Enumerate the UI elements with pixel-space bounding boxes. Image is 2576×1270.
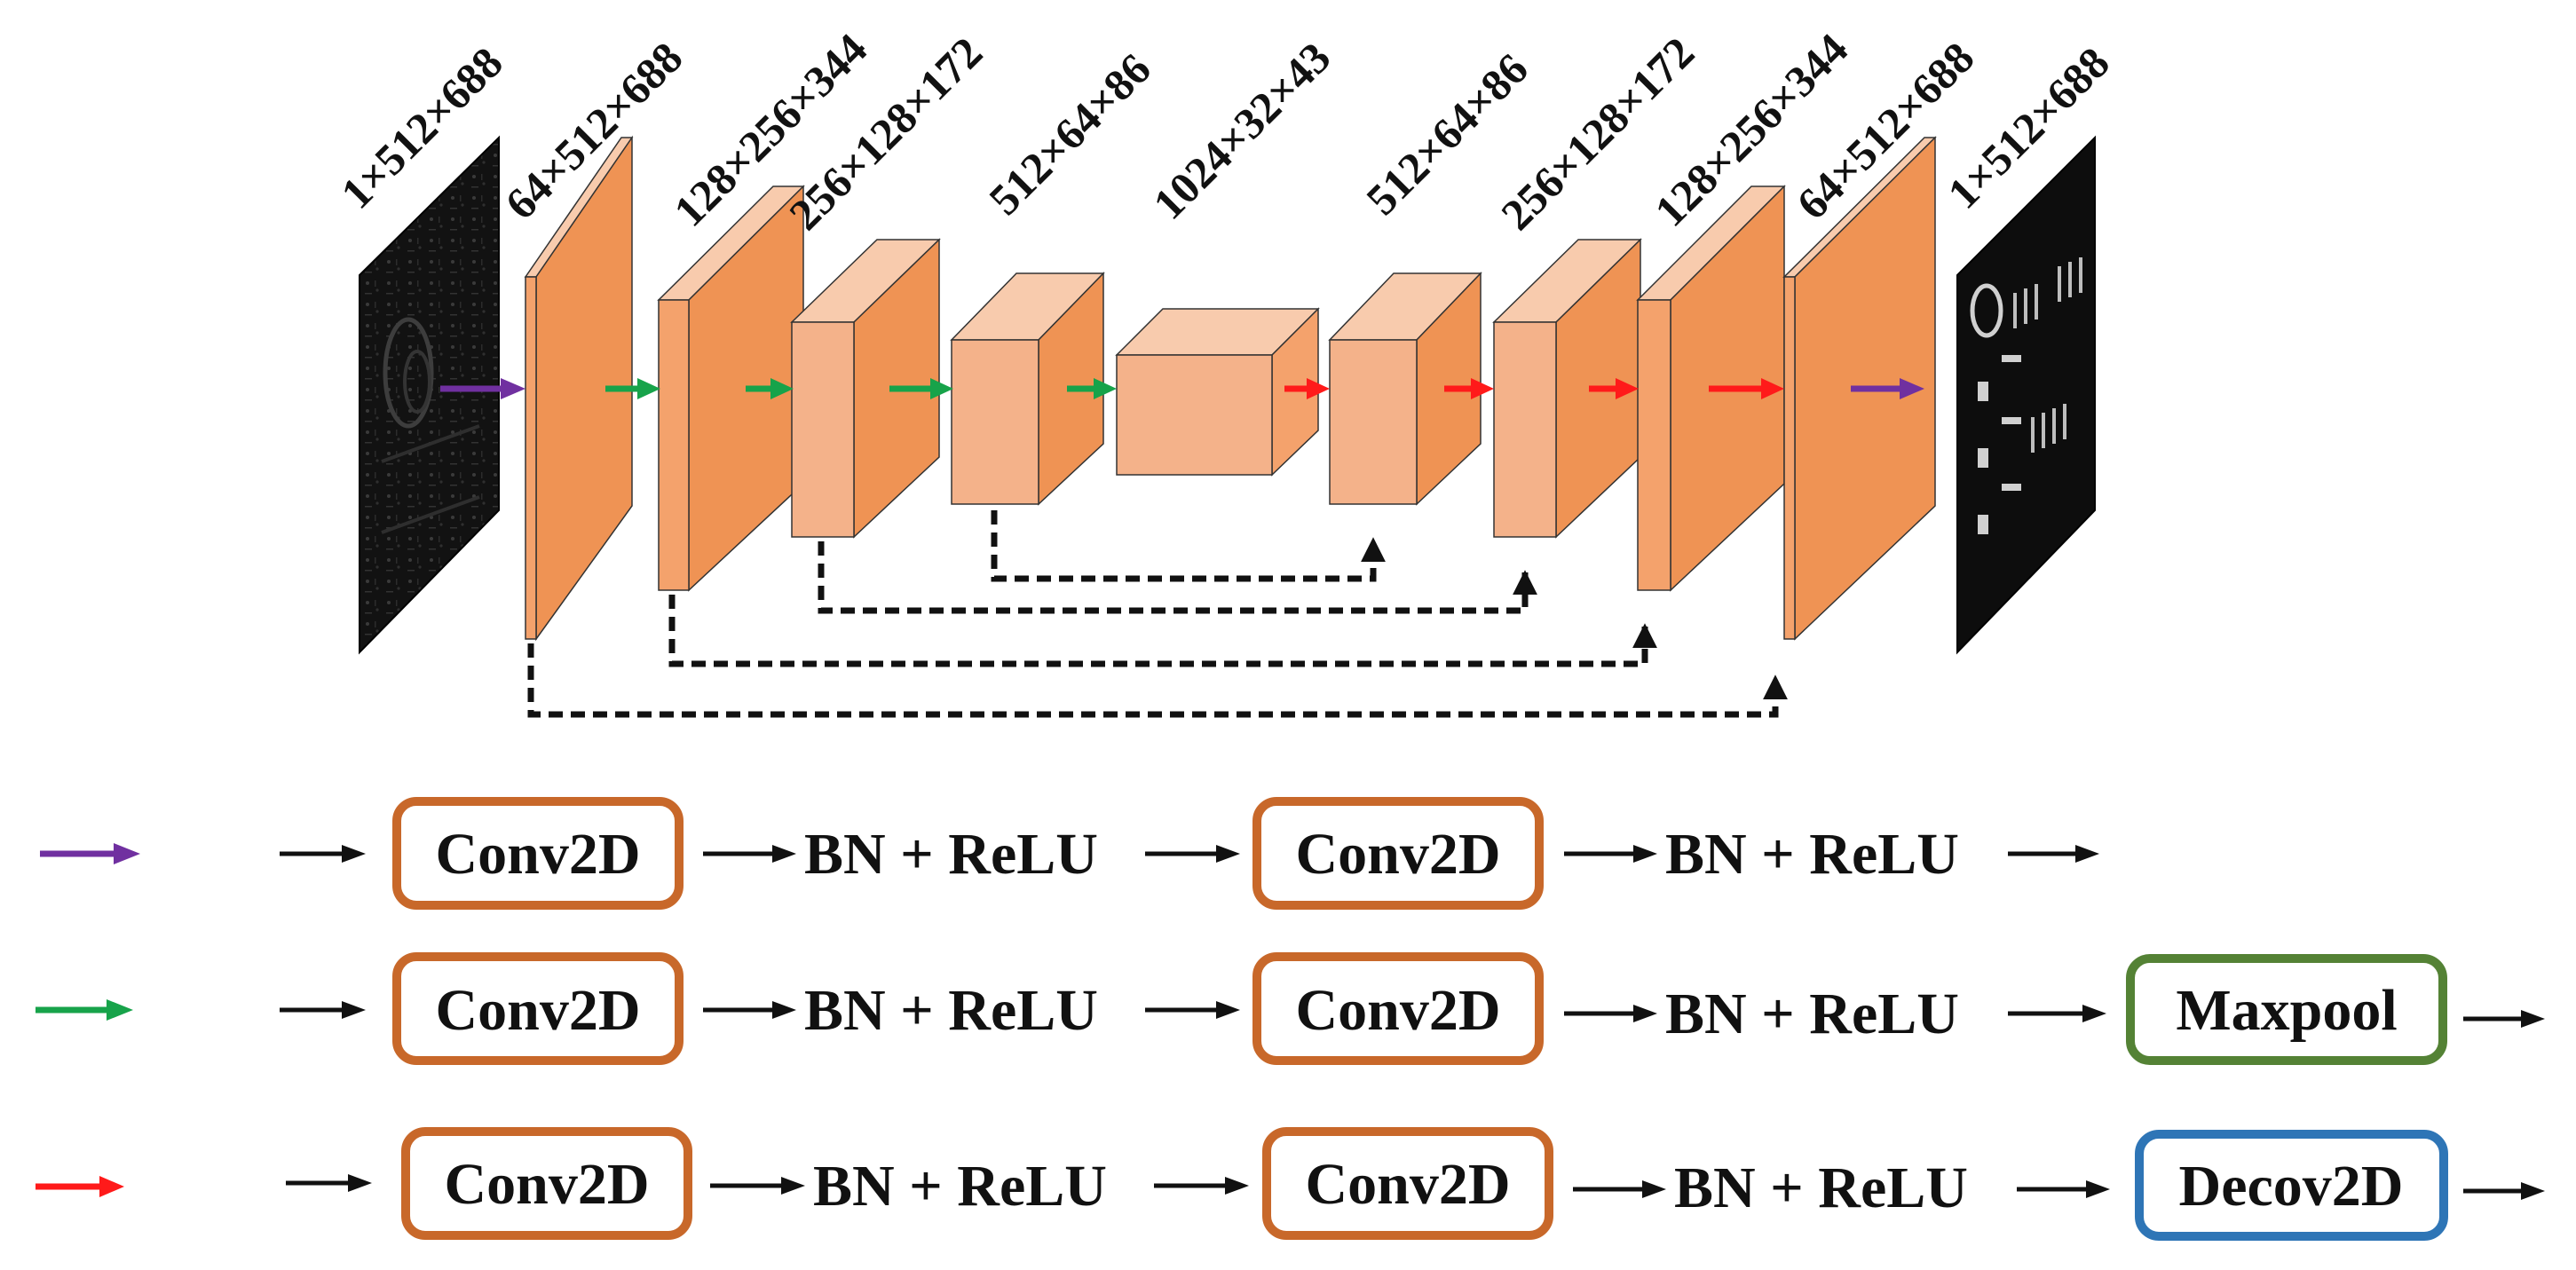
legend-row1-conv2d-box-1: [392, 797, 684, 910]
legend-row2-arrow-4: [1564, 1005, 1657, 1022]
legend-row3-arrow-3: [1154, 1177, 1249, 1195]
enc4-dim-label: 512×64×86: [979, 43, 1160, 225]
legend-row2-lead-arrow: [280, 1001, 366, 1019]
legend-row1-conv2d-label-2: Conv2D: [1295, 822, 1500, 887]
skip-enc2-dec2: [668, 595, 1657, 667]
legend-row3-conv2d-label-1: Conv2D: [444, 1152, 649, 1217]
enc4-block: [950, 272, 1105, 506]
legend-row2-conv2d-label-1: Conv2D: [435, 978, 640, 1043]
legend-row2-maxpool-label: Maxpool: [2176, 978, 2397, 1043]
legend-row3-arrow-5: [2017, 1180, 2110, 1198]
arrow-green-2: [746, 378, 794, 399]
skip-enc4-dec4: [991, 510, 1386, 582]
legend-row-3: Conv2D BN + ReLU Conv2D BN + ReLU Decov2…: [36, 1127, 2545, 1241]
legend-row1-arrow-3: [1145, 845, 1240, 863]
enc3-block: [790, 238, 941, 539]
legend-row2-maxpool-box: [2126, 954, 2447, 1065]
legend-row2-arrow-2: [703, 1001, 796, 1019]
arrow-red-4: [1709, 378, 1784, 399]
legend-row-1: Conv2D BN + ReLU Conv2D BN + ReLU: [40, 797, 2099, 910]
legend-row2-arrow-3: [1145, 1001, 1240, 1019]
arrow-green-3: [889, 378, 953, 399]
arrow-purple-in: [440, 378, 525, 399]
flow-arrows: [440, 378, 1924, 399]
legend-green-arrow: [36, 999, 133, 1021]
dec4-block: [1328, 272, 1482, 506]
legend-row3-lead-arrow: [286, 1174, 372, 1192]
legend-row1-conv2d-label-1: Conv2D: [435, 822, 640, 887]
arrow-red-3: [1589, 378, 1639, 399]
legend-row-2: Conv2D BN + ReLU Conv2D BN + ReLU Maxpoo…: [36, 952, 2545, 1065]
skip-enc3-dec3: [818, 541, 1537, 614]
output-image: [1956, 135, 2096, 655]
legend-purple-arrow: [40, 843, 140, 864]
legend-row1-arrow-5: [2008, 845, 2099, 863]
legend-row3-conv2d-box-1: [401, 1127, 692, 1240]
legend-row3-bn-relu-1: BN + ReLU: [813, 1154, 1107, 1219]
legend-row2-bn-relu-2: BN + ReLU: [1665, 982, 1959, 1046]
legend-row3-conv2d-label-2: Conv2D: [1305, 1152, 1510, 1217]
legend-row1-bn-relu-2: BN + ReLU: [1665, 822, 1959, 887]
legend-row3-arrow-4: [1573, 1180, 1666, 1198]
legend-row1-arrow-4: [1564, 845, 1657, 863]
legend-row2-conv2d-box-1: [392, 952, 684, 1065]
input-image: [359, 135, 500, 655]
legend-row1-conv2d-box-2: [1252, 797, 1544, 910]
legend-row3-decov2d-label: Decov2D: [2179, 1154, 2404, 1219]
bottleneck-block: [1115, 307, 1320, 477]
legend-row1-lead-arrow: [280, 845, 366, 863]
arrow-green-1: [605, 378, 660, 399]
enc1-block: [524, 135, 634, 642]
legend-row3-arrow-6: [2463, 1182, 2545, 1200]
legend-row3-decov2d-box: [2135, 1130, 2448, 1241]
legend-red-arrow: [36, 1176, 124, 1197]
legend-row2-arrow-6: [2463, 1010, 2545, 1028]
legend-row2-arrow-5: [2008, 1005, 2106, 1022]
legend-row3-conv2d-box-2: [1262, 1127, 1553, 1240]
legend-row2-conv2d-label-2: Conv2D: [1295, 978, 1500, 1043]
arrow-red-1: [1284, 378, 1330, 399]
legend-row3-bn-relu-2: BN + ReLU: [1674, 1156, 1968, 1220]
legend-row1-bn-relu-1: BN + ReLU: [804, 822, 1098, 887]
legend-row2-bn-relu-1: BN + ReLU: [804, 978, 1098, 1043]
arrow-red-2: [1444, 378, 1494, 399]
legend-row2-conv2d-box-2: [1252, 952, 1544, 1065]
arrow-purple-out: [1851, 378, 1924, 399]
skip-connections: [527, 510, 1788, 718]
legend-row1-arrow-2: [703, 845, 796, 863]
bottleneck-dim-label: 1024×32×43: [1143, 32, 1339, 228]
arrow-green-4: [1067, 378, 1117, 399]
skip-enc1-dec1: [527, 643, 1788, 718]
legend-row3-arrow-2: [710, 1177, 805, 1195]
